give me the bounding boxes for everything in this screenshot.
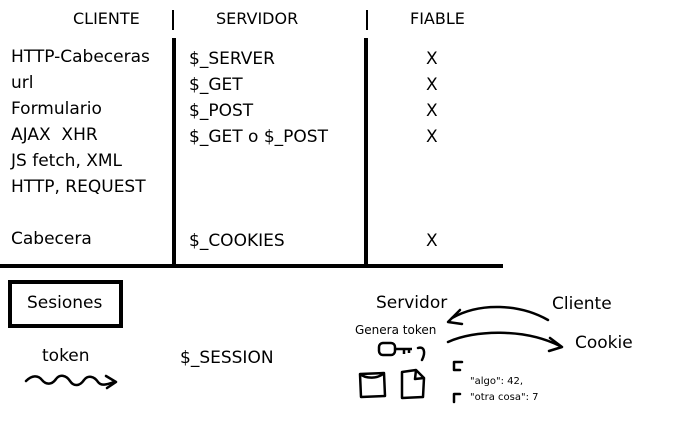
header-cliente: CLIENTE	[73, 9, 140, 28]
row-4-servidor: $_GET o $_POST	[189, 127, 328, 147]
sesiones-label: Sesiones	[27, 293, 103, 313]
column-divider-1	[172, 38, 176, 266]
squiggle-arrow-icon	[24, 374, 118, 390]
cookie-label: Cookie	[575, 333, 633, 353]
session-data-line-2: "otra cosa": 7	[470, 392, 539, 403]
row-2-cliente: url	[11, 73, 34, 93]
sesiones-box	[8, 280, 123, 328]
servidor-to-cookie-arrow-icon	[446, 331, 564, 353]
row-6-cliente: HTTP, REQUEST	[11, 177, 146, 197]
row-3-cliente: Formulario	[11, 99, 102, 119]
key-icon	[377, 341, 426, 362]
session-data-line-1: "algo": 42,	[470, 376, 524, 387]
file-icon	[400, 368, 426, 400]
row-2-fiable: X	[426, 75, 438, 95]
servidor-label: Servidor	[376, 293, 448, 313]
table-bottom-rule	[0, 264, 503, 268]
token-label: token	[42, 346, 90, 366]
storage-box-icon	[358, 371, 387, 399]
cliente-label: Cliente	[552, 294, 612, 314]
row-7-servidor: $_COOKIES	[189, 231, 285, 251]
header-servidor: SERVIDOR	[216, 9, 299, 28]
row-2-servidor: $_GET	[189, 75, 243, 95]
genera-token-label: Genera token	[355, 323, 437, 337]
row-4-cliente: AJAX XHR	[11, 125, 98, 145]
row-7-fiable: X	[426, 231, 438, 251]
column-divider-2	[364, 38, 368, 266]
row-5-cliente: JS fetch, XML	[11, 151, 123, 171]
row-7-cliente: Cabecera	[11, 229, 92, 249]
header-separator-2	[366, 10, 368, 30]
row-1-fiable: X	[426, 49, 438, 69]
row-3-fiable: X	[426, 101, 438, 121]
bracket-marks-icon	[452, 360, 464, 404]
row-4-fiable: X	[426, 127, 438, 147]
row-1-cliente: HTTP-Cabeceras	[11, 47, 150, 67]
row-3-servidor: $_POST	[189, 101, 254, 121]
header-separator-1	[172, 10, 174, 30]
cliente-to-servidor-arrow-icon	[446, 305, 550, 326]
row-1-servidor: $_SERVER	[189, 49, 275, 69]
header-fiable: FIABLE	[410, 9, 465, 28]
session-variable-label: $_SESSION	[180, 348, 274, 368]
